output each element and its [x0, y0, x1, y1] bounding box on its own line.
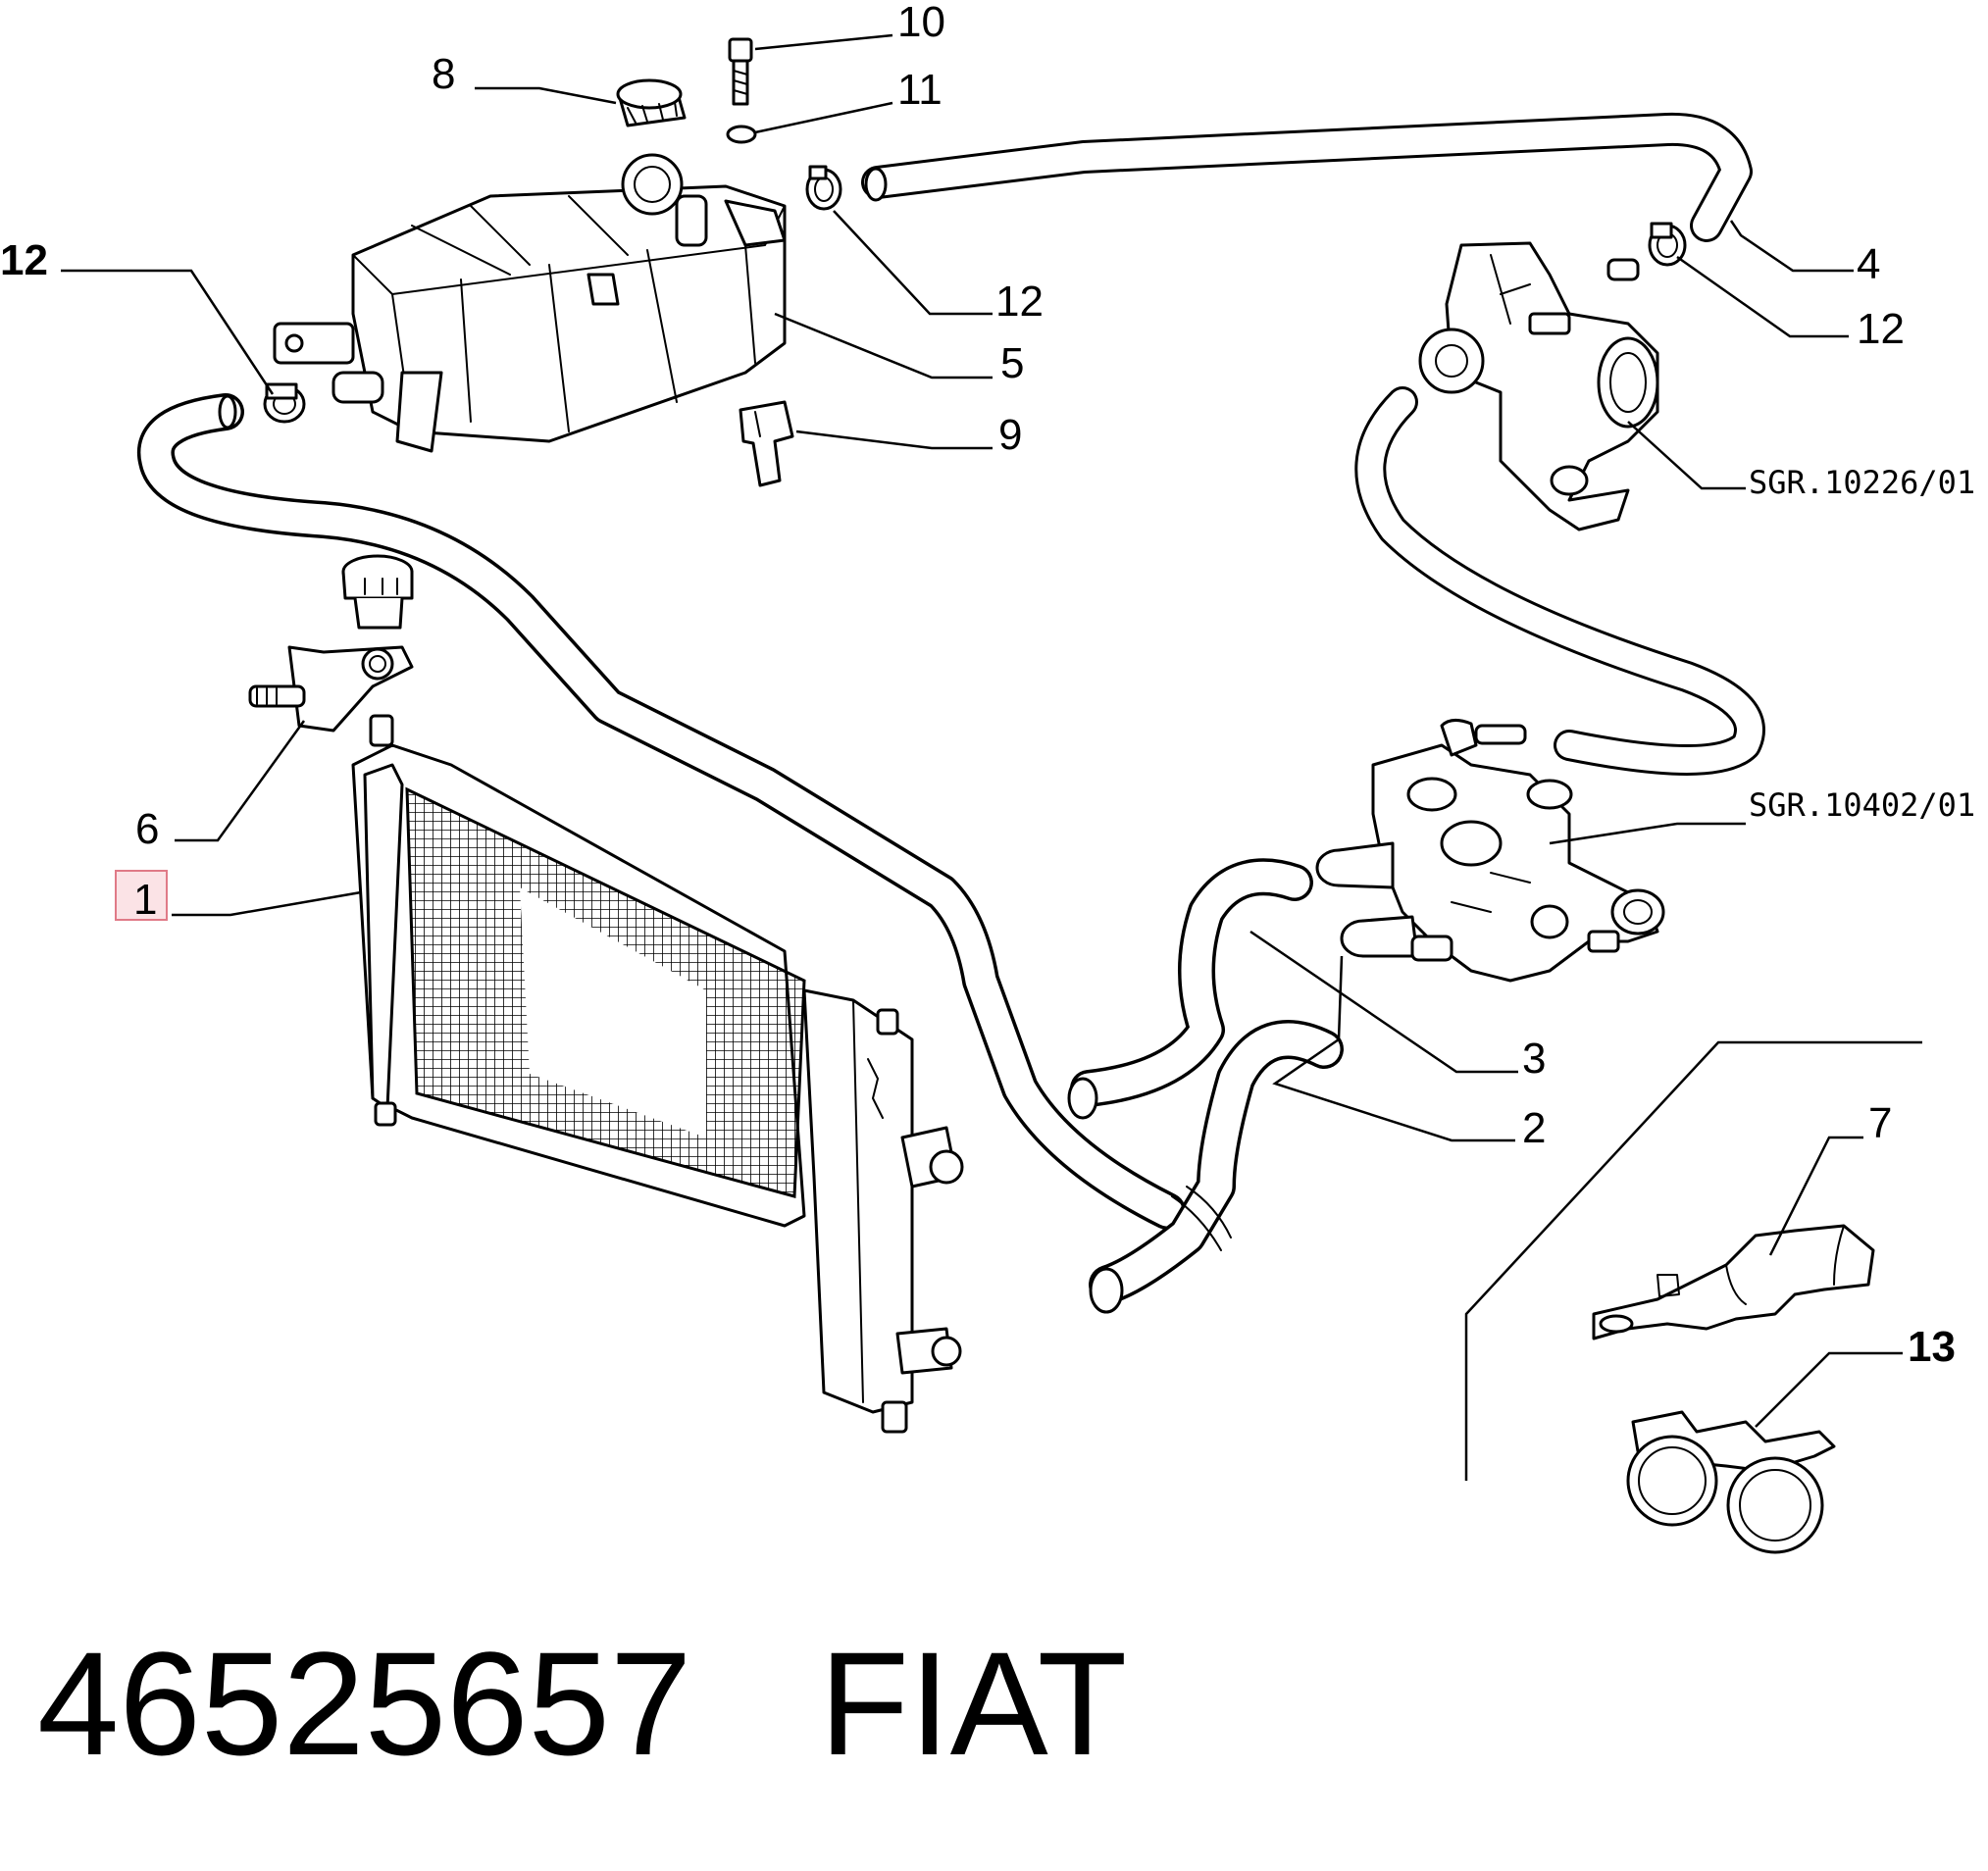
expansion-tank	[273, 153, 787, 453]
callout-10[interactable]: 10	[897, 0, 945, 46]
bolt	[728, 37, 753, 106]
hose-clip-tank	[805, 165, 842, 211]
callout-11[interactable]: 11	[897, 66, 943, 114]
hose-clip-right	[1648, 222, 1687, 267]
hose-3	[1067, 858, 1313, 1120]
ref-thermostat-housing[interactable]: SGR.10402/01	[1749, 786, 1975, 824]
callout-9[interactable]: 9	[998, 411, 1022, 459]
callout-12-left[interactable]: 12	[0, 236, 48, 284]
washer	[726, 125, 757, 144]
callout-3[interactable]: 3	[1522, 1035, 1546, 1083]
callout-7[interactable]: 7	[1868, 1099, 1892, 1147]
callout-12-tank[interactable]: 12	[995, 278, 1044, 326]
connector	[739, 400, 794, 487]
hose-throttle-loop	[1354, 386, 1765, 776]
callout-8[interactable]: 8	[432, 50, 455, 98]
callout-12-right[interactable]: 12	[1857, 305, 1905, 353]
part-number: 46525657	[37, 1621, 692, 1786]
hose-clamp-13	[1626, 1410, 1836, 1554]
hose-holder-7	[1592, 1224, 1875, 1340]
radiator	[351, 714, 964, 1434]
radiator-plug	[341, 554, 414, 630]
ref-throttle-body[interactable]: SGR.10226/01	[1749, 464, 1975, 501]
callout-1-highlight	[115, 870, 168, 921]
inset-outline	[1464, 1040, 1922, 1481]
thermostat-housing	[1315, 719, 1665, 983]
callout-5[interactable]: 5	[1000, 339, 1024, 387]
callout-2[interactable]: 2	[1522, 1104, 1546, 1152]
leader-lines	[61, 33, 1903, 1428]
brand-name: FIAT	[819, 1621, 1128, 1786]
callout-4[interactable]: 4	[1857, 240, 1880, 288]
hose-radiator-long	[136, 393, 1186, 1230]
tank-cap	[616, 78, 687, 127]
throttle-body	[1418, 241, 1659, 531]
callout-13[interactable]: 13	[1908, 1323, 1956, 1371]
hose-2	[1089, 1020, 1344, 1314]
hose-clip-left	[263, 382, 306, 424]
hose-upper-4	[861, 112, 1753, 242]
callout-1[interactable]: 1	[133, 876, 157, 924]
callout-6[interactable]: 6	[135, 805, 159, 853]
radiator-bracket	[248, 645, 414, 733]
